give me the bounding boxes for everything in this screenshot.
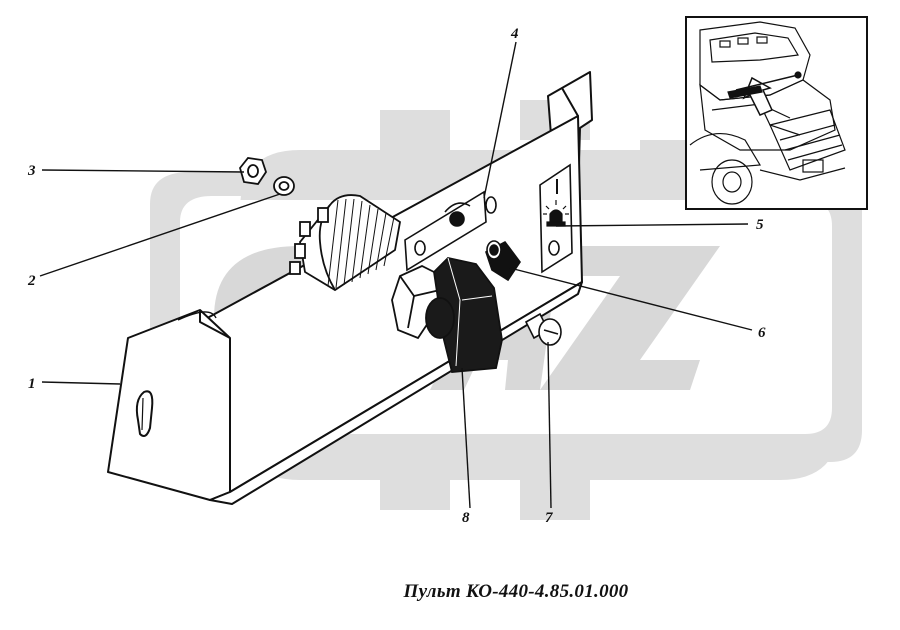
leader-line-5 <box>555 223 749 227</box>
watermark-letter-z <box>540 246 720 390</box>
indicator-lamp-part-6 <box>485 240 521 282</box>
callout-3: 3 <box>27 163 36 179</box>
callout-1: 1 <box>28 376 36 392</box>
callout-7: 7 <box>545 510 553 526</box>
beacon-lamp-icon <box>543 200 569 227</box>
callout-8: 8 <box>462 510 470 526</box>
leader-line-4 <box>483 41 517 199</box>
leader-line-3 <box>41 169 245 173</box>
diagram-caption: Пульт КО-440-4.85.01.000 <box>0 581 900 603</box>
callout-2: 2 <box>27 273 36 289</box>
leader-line-7 <box>547 341 552 509</box>
callout-labels: 1 2 3 4 5 6 7 8 <box>27 26 766 526</box>
inset-location-view <box>685 16 868 210</box>
rotary-switch-body <box>289 194 401 292</box>
mounting-slot <box>135 390 154 437</box>
screw-part-7 <box>524 312 562 346</box>
callout-5: 5 <box>756 217 764 233</box>
switch-position-icon <box>449 211 465 227</box>
nut-part-3 <box>239 157 267 185</box>
washer-part-2 <box>273 176 295 196</box>
callout-4: 4 <box>510 26 519 42</box>
rotary-knob-part-8 <box>391 257 503 373</box>
leader-line-2 <box>39 193 281 277</box>
label-plate-switch <box>404 190 487 272</box>
label-plate-beacon <box>539 163 573 274</box>
leader-line-6 <box>509 267 753 331</box>
callout-6: 6 <box>758 325 766 341</box>
leader-line-8 <box>461 367 471 509</box>
plate-hole <box>485 196 497 214</box>
leader-line-1 <box>41 381 121 385</box>
caption-text: Пульт КО-440-4.85.01.000 <box>403 581 629 602</box>
leader-lines <box>39 41 753 509</box>
